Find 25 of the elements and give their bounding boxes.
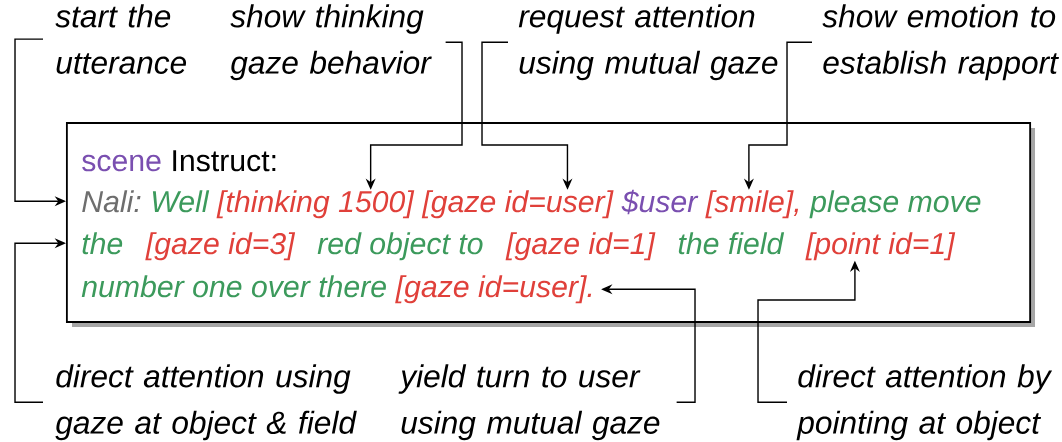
annotation-text: direct attention using gaze at object & field bbox=[55, 364, 357, 441]
script-text: the field bbox=[678, 232, 785, 255]
annotation-text: request attention using mutual gaze bbox=[518, 4, 778, 81]
annotation-text: yield turn to user using mutual gaze bbox=[398, 364, 660, 441]
script-box bbox=[65, 122, 1035, 327]
script-text: the bbox=[82, 232, 123, 255]
annotation-text: show emotion to establish rapport bbox=[822, 4, 1059, 81]
script-text: Instruct: bbox=[173, 150, 276, 172]
script-text: $user bbox=[621, 189, 699, 215]
script-text: [gaze id=3] bbox=[145, 232, 296, 261]
script-text: scene bbox=[82, 154, 161, 172]
script-text: [gaze id=1] bbox=[505, 232, 656, 261]
script-text: [point id=1] bbox=[805, 232, 956, 261]
script-text: [gaze id=user] bbox=[421, 190, 614, 219]
script-text: red object to bbox=[317, 232, 483, 261]
script-text: [gaze id=user]. bbox=[395, 275, 592, 304]
annotation-text: direct attention by pointing at object bbox=[796, 364, 1053, 441]
script-text: [thinking 1500] bbox=[216, 190, 415, 219]
script-text: please move bbox=[809, 190, 981, 219]
annotation-text: start the utterance bbox=[55, 4, 187, 74]
script-text: Nali: bbox=[82, 190, 141, 213]
script-text: [smile], bbox=[705, 190, 799, 219]
script-text: Well bbox=[152, 190, 210, 213]
script-text: number one over there bbox=[81, 275, 386, 298]
annotation-text: show thinking gaze behavior bbox=[230, 4, 432, 81]
